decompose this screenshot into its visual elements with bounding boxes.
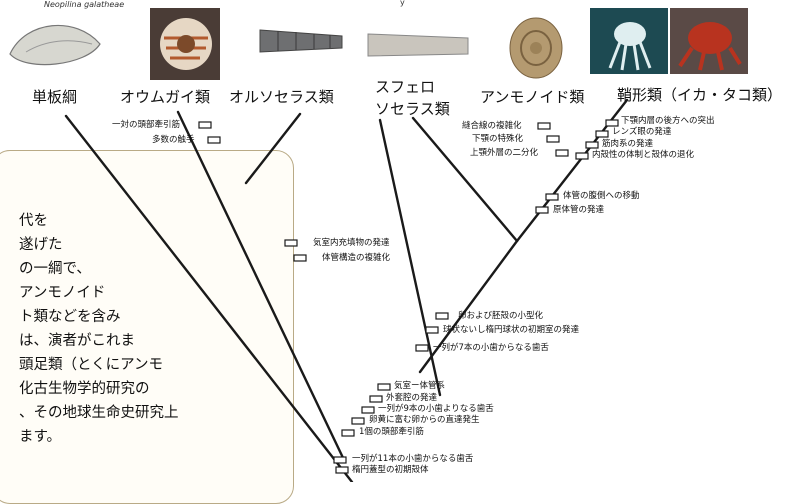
- header-fragment: y: [400, 0, 405, 7]
- note-line: ト類などを含み: [19, 309, 121, 325]
- character-label: 一列が11本の小歯からなる歯舌: [352, 454, 474, 464]
- character-label: 一列が9本の小歯よりなる歯舌: [378, 404, 494, 414]
- character-label: レンズ眼の発達: [612, 127, 672, 137]
- character-label: 卵および胚殻の小型化: [458, 311, 544, 321]
- character-label: 気室ー体管系: [394, 381, 446, 391]
- character-mark: [575, 152, 589, 160]
- sphaerorthoceras-image: [367, 33, 469, 57]
- branch-neocephalopoda: [418, 239, 519, 374]
- octopus-image: [670, 8, 748, 74]
- character-mark: [555, 149, 569, 157]
- character-label: 外套腔の発達: [386, 393, 438, 403]
- character-label: 1個の頭部牽引筋: [359, 427, 424, 437]
- orthoceras-image: [259, 29, 343, 53]
- character-mark: [537, 122, 551, 130]
- character-label: 体管構造の複雑化: [322, 253, 391, 263]
- taxon-label-monoplacophora: 単板綱: [32, 88, 78, 106]
- character-mark: [595, 130, 609, 138]
- character-label: 球状ないし楕円球状の初期室の発達: [443, 325, 580, 335]
- character-mark: [425, 326, 439, 334]
- note-line: の一綱で、: [19, 261, 91, 277]
- tree-branches: [64, 98, 629, 482]
- character-label: 筋肉系の発達: [602, 139, 654, 149]
- character-mark: [341, 429, 355, 437]
- branch-ammonoidea: [411, 116, 519, 243]
- character-label: 下顎内層の後方への突出: [621, 116, 715, 126]
- character-mark: [351, 417, 365, 425]
- character-mark: [333, 456, 347, 464]
- note-line: アンモノイド: [19, 285, 106, 301]
- character-mark: [369, 395, 383, 403]
- character-label: 卵黄に富む卵からの直達発生: [369, 415, 480, 425]
- character-mark: [545, 193, 559, 201]
- note-line: 代を: [19, 213, 48, 229]
- ammonoid-image: [509, 17, 563, 79]
- note-line: ます。: [19, 429, 62, 445]
- note-line: 遂げた: [19, 237, 63, 253]
- character-label: 下顎の特殊化: [472, 134, 524, 144]
- monoplacophoran-shell-image: [9, 24, 101, 66]
- character-mark: [415, 344, 429, 352]
- character-label: 楕円蓋型の初期殻体: [352, 465, 429, 475]
- explanatory-note-box: 代を 遂げた の一綱で、 アンモノイド ト類などを含み は、演者がこれま 頭足類…: [0, 150, 294, 504]
- note-line: 頭足類（とくにアンモ: [19, 357, 163, 373]
- taxon-label-nautilus: オウムガイ類: [120, 88, 211, 106]
- character-label: 多数の触手: [152, 135, 195, 145]
- nautilus-image: [150, 8, 220, 80]
- character-mark: [207, 136, 221, 144]
- character-label: 気室内充填物の発達: [313, 238, 390, 248]
- character-label: 一対の頭部牽引筋: [112, 120, 181, 130]
- branch-nautilus: [176, 110, 347, 464]
- character-label: 内殻性の体制と殻体の退化: [592, 150, 695, 160]
- taxon-label-sphaerorthocerida: スフェロ: [375, 78, 436, 96]
- character-label: 縫合線の複雑化: [462, 121, 522, 131]
- character-mark: [546, 135, 560, 143]
- branch-orthocerida: [244, 112, 302, 185]
- scientific-name-label: Neopilina galatheae: [44, 0, 125, 9]
- character-mark: [284, 239, 298, 247]
- taxon-label-ammonoidea: アンモノイド類: [480, 88, 585, 106]
- character-label: 体管の腹側への移動: [563, 191, 640, 201]
- character-mark: [377, 383, 391, 391]
- squid-image: [590, 8, 668, 74]
- character-mark: [605, 119, 619, 127]
- character-mark: [361, 406, 375, 414]
- character-mark: [335, 466, 349, 474]
- character-label: 原体管の発達: [553, 205, 605, 215]
- character-marks: [198, 119, 619, 474]
- character-mark: [293, 254, 307, 262]
- character-label: 上顎外層の二分化: [470, 148, 539, 158]
- character-mark: [585, 141, 599, 149]
- taxon-label-sphaerorthocerida: ソセラス類: [375, 100, 450, 118]
- branch-sphaerorthocerida: [378, 118, 442, 397]
- taxon-label-orthocerida: オルソセラス類: [229, 88, 334, 106]
- character-mark: [198, 121, 212, 129]
- note-line: 、その地球生命史研究上: [19, 405, 179, 421]
- character-label: 一列が7本の小歯からなる歯舌: [433, 343, 549, 353]
- branch-monoplacophora: [64, 114, 354, 482]
- taxon-label-coleoidea: 鞘形類（イカ・タコ類）: [617, 86, 783, 104]
- note-line: は、演者がこれま: [19, 333, 135, 349]
- note-line: 化古生物学的研究の: [19, 381, 150, 397]
- character-mark: [535, 206, 549, 214]
- character-mark: [435, 312, 449, 320]
